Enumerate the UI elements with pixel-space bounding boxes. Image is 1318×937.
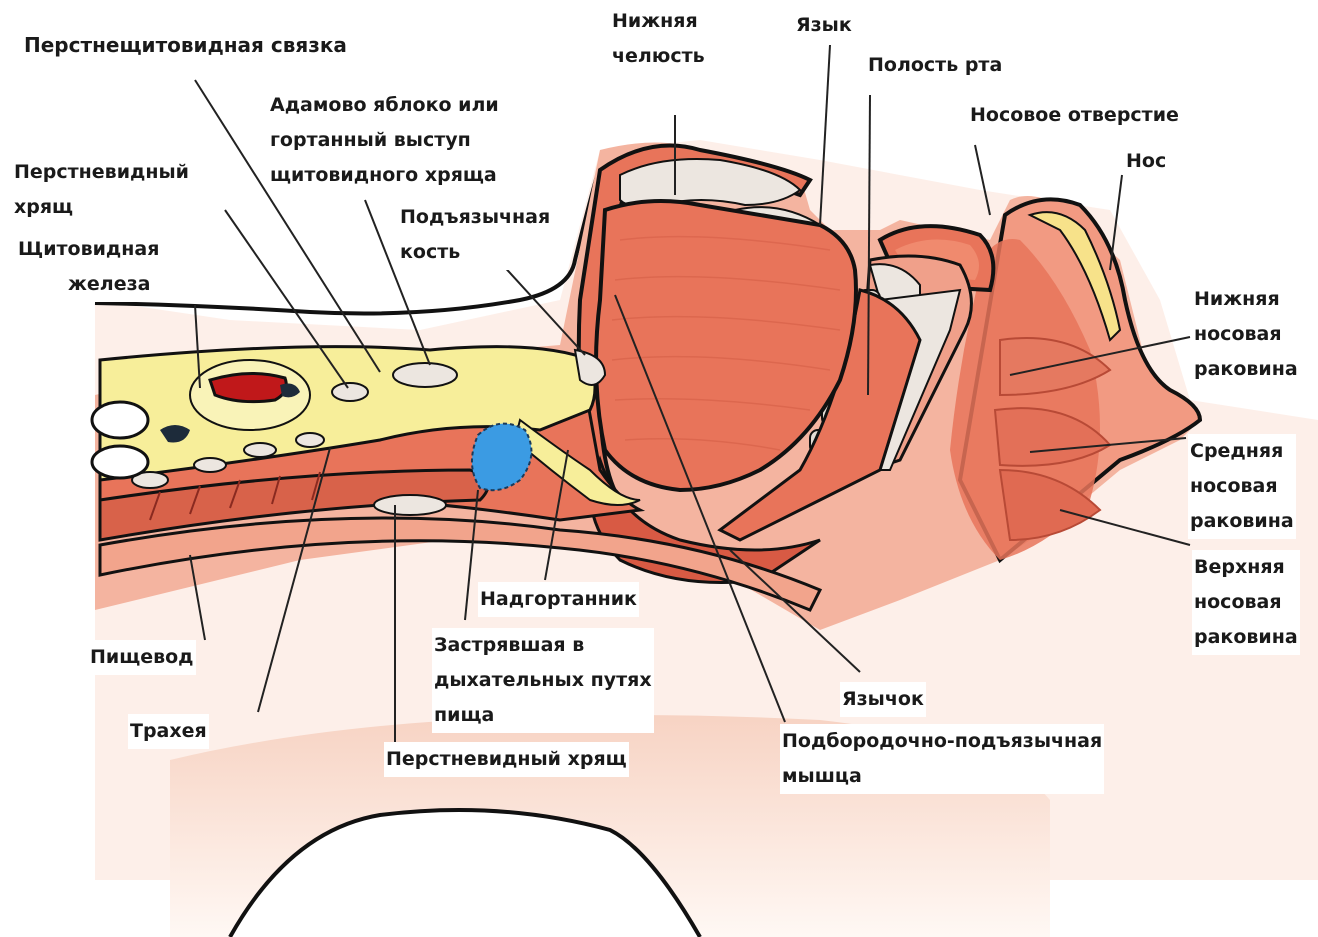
label-uvula: Язычок — [840, 682, 926, 717]
label-thyroid-line2: железа — [18, 267, 159, 302]
label-oral-cavity: Полость рта — [866, 48, 1004, 83]
label-middle-concha-line2: носовая — [1190, 469, 1294, 504]
label-cricoid-top-line2: хрящ — [14, 190, 189, 225]
label-genioglossus-line1: Подбородочно-подъязычная — [782, 724, 1102, 759]
label-cricoid-top-line1: Перстневидный — [14, 155, 189, 190]
label-cricothyroid-ligament: Перстнещитовидная связка — [22, 28, 349, 63]
label-tongue: Язык — [794, 8, 854, 43]
vessel-red — [210, 373, 286, 401]
label-middle-concha-line1: Средняя — [1190, 434, 1294, 469]
label-adams-apple-line2: гортанный выступ — [270, 123, 499, 158]
label-food-line2: дыхательных путях — [434, 663, 652, 698]
label-food: Застрявшая в дыхательных путях пища — [432, 628, 654, 733]
label-cricoid-bottom: Перстневидный хрящ — [384, 742, 629, 777]
label-inferior-concha-line1: Нижняя — [1194, 282, 1298, 317]
label-mandible: Нижняя челюсть — [610, 4, 707, 74]
label-nostril: Носовое отверстие — [968, 98, 1181, 133]
label-hyoid: Подъязычная кость — [398, 200, 552, 270]
label-cricoid-top: Перстневидный хрящ — [12, 155, 191, 225]
label-food-line1: Застрявшая в — [434, 628, 652, 663]
label-food-line3: пища — [434, 698, 652, 733]
label-hyoid-line2: кость — [400, 235, 550, 270]
label-superior-concha-line1: Верхняя — [1194, 550, 1298, 585]
label-superior-concha: Верхняя носовая раковина — [1192, 550, 1300, 655]
label-inferior-concha-line3: раковина — [1194, 352, 1298, 387]
label-esophagus: Пищевод — [88, 640, 196, 675]
label-middle-concha: Средняя носовая раковина — [1188, 434, 1296, 539]
label-thyroid-line1: Щитовидная — [18, 232, 159, 267]
label-nose: Нос — [1124, 144, 1168, 179]
label-superior-concha-line3: раковина — [1194, 620, 1298, 655]
label-epiglottis: Надгортанник — [478, 582, 639, 617]
label-adams-apple: Адамово яблоко или гортанный выступ щито… — [268, 88, 501, 193]
label-hyoid-line1: Подъязычная — [400, 200, 550, 235]
label-genioglossus: Подбородочно-подъязычная мышца — [780, 724, 1104, 794]
label-adams-apple-line3: щитовидного хряща — [270, 158, 499, 193]
label-mandible-line1: Нижняя — [612, 4, 705, 39]
label-trachea: Трахея — [128, 714, 209, 749]
label-thyroid: Щитовидная железа — [16, 232, 161, 302]
label-middle-concha-line3: раковина — [1190, 504, 1294, 539]
label-inferior-concha-line2: носовая — [1194, 317, 1298, 352]
label-mandible-line2: челюсть — [612, 39, 705, 74]
label-superior-concha-line2: носовая — [1194, 585, 1298, 620]
label-inferior-concha: Нижняя носовая раковина — [1192, 282, 1300, 387]
label-genioglossus-line2: мышца — [782, 759, 1102, 794]
label-adams-apple-line1: Адамово яблоко или — [270, 88, 499, 123]
